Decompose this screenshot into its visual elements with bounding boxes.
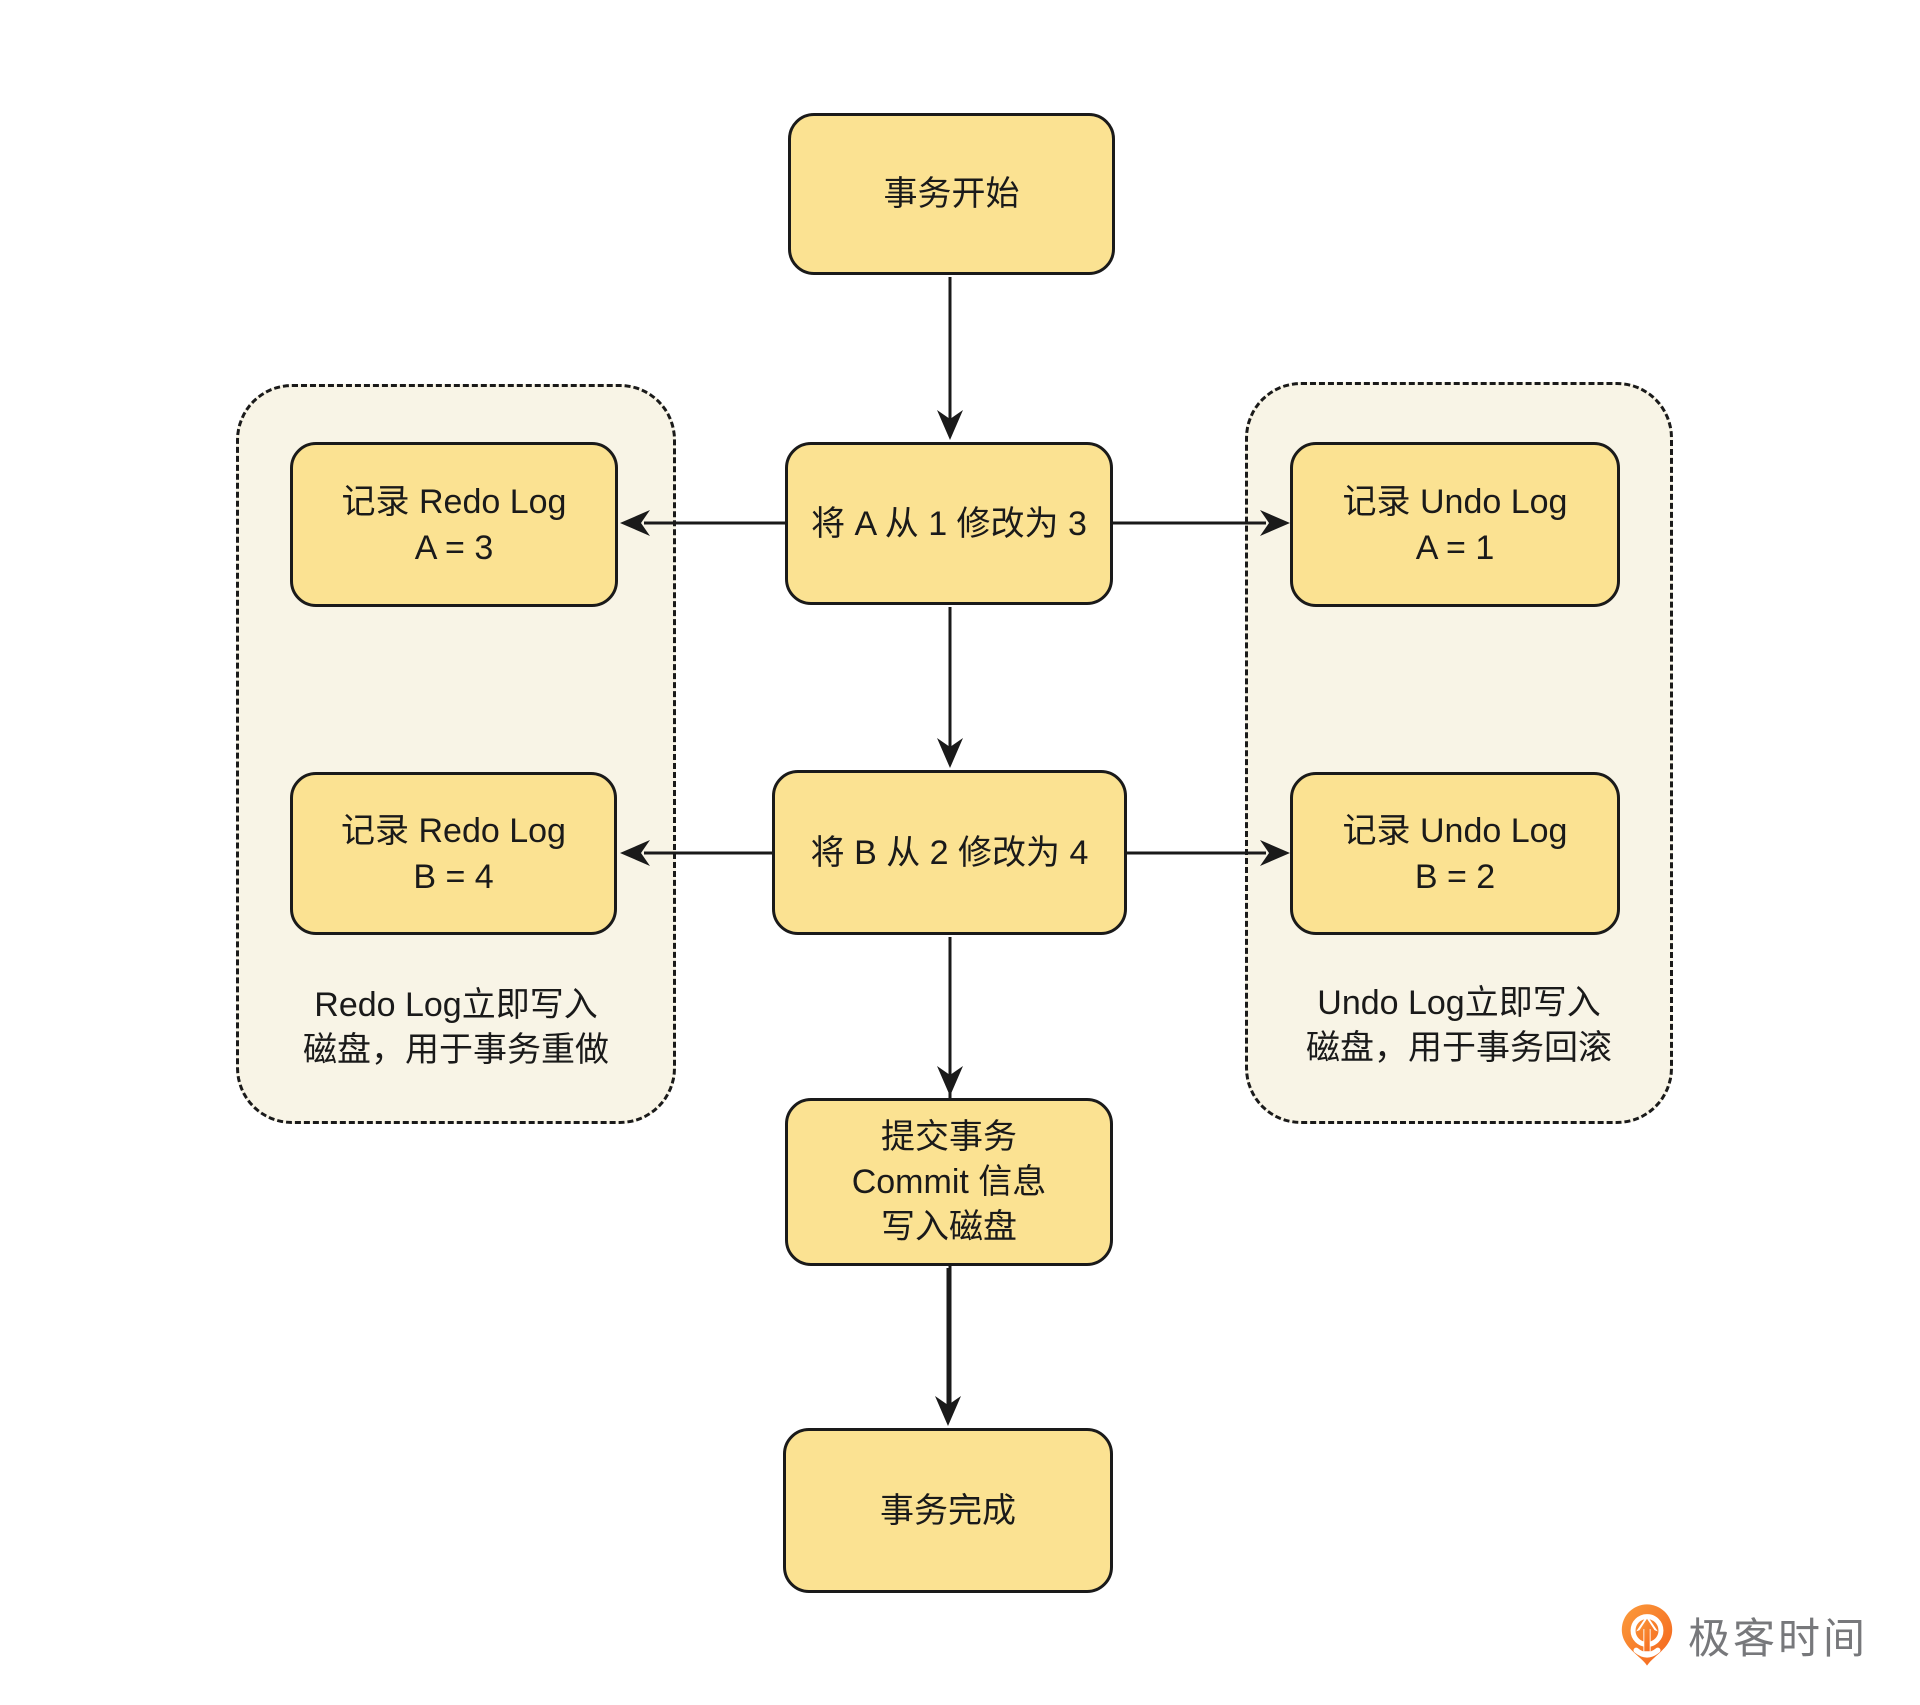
geektime-brand-name: 极客时间 [1688, 1614, 1869, 1662]
geektime-logo-icon [1621, 1604, 1673, 1666]
node-undo-log-b: 记录 Undo Log B = 2 [1290, 772, 1620, 935]
node-modify-a-label: 将 A 从 1 修改为 3 [811, 504, 1087, 543]
node-transaction-start: 事务开始 [788, 113, 1115, 275]
node-commit-line2: Commit 信息 [851, 1162, 1047, 1201]
node-undo-log-b-line2: B = 2 [1414, 857, 1496, 896]
node-redo-log-b-line2: B = 4 [413, 857, 494, 896]
redo-caption-line1: Redo Log立即写入 [314, 986, 598, 1024]
node-transaction-done-label: 事务完成 [880, 1491, 1016, 1530]
arrowhead-down-1 [937, 410, 963, 440]
node-modify-b-label: 将 B 从 2 修改为 4 [810, 833, 1089, 872]
node-undo-log-a-line1: 记录 Undo Log [1342, 482, 1568, 521]
arrowhead-down-2 [937, 738, 963, 768]
node-redo-log-a-line2: A = 3 [414, 528, 494, 567]
undo-caption-line2: 磁盘，用于事务回滚 [1306, 1029, 1612, 1067]
node-modify-a: 将 A 从 1 修改为 3 [785, 442, 1113, 605]
node-commit-line1: 提交事务 [881, 1117, 1017, 1156]
node-commit-transaction: 提交事务 Commit 信息 写入磁盘 [785, 1098, 1113, 1266]
node-commit-line3: 写入磁盘 [881, 1207, 1017, 1246]
redo-log-group-caption: Redo Log立即写入 磁盘，用于事务重做 [239, 983, 673, 1073]
arrowhead-down-3 [937, 1066, 963, 1096]
node-modify-b: 将 B 从 2 修改为 4 [772, 770, 1127, 935]
arrowhead-down-4 [935, 1396, 961, 1426]
node-redo-log-a: 记录 Redo Log A = 3 [290, 442, 618, 607]
node-transaction-start-label: 事务开始 [883, 175, 1020, 213]
node-undo-log-a-line2: A = 1 [1415, 528, 1495, 567]
node-redo-log-b: 记录 Redo Log B = 4 [290, 772, 617, 935]
undo-log-group-caption: Undo Log立即写入 磁盘，用于事务回滚 [1248, 981, 1670, 1071]
redo-caption-line2: 磁盘，用于事务重做 [303, 1031, 609, 1069]
node-transaction-done: 事务完成 [783, 1428, 1113, 1593]
node-redo-log-b-line1: 记录 Redo Log [341, 811, 566, 850]
node-undo-log-a: 记录 Undo Log A = 1 [1290, 442, 1620, 607]
geektime-brand: 极客时间 [1620, 1602, 1868, 1668]
node-redo-log-a-line1: 记录 Redo Log [341, 482, 567, 521]
node-undo-log-b-line1: 记录 Undo Log [1342, 811, 1568, 850]
undo-caption-line1: Undo Log立即写入 [1317, 984, 1601, 1022]
